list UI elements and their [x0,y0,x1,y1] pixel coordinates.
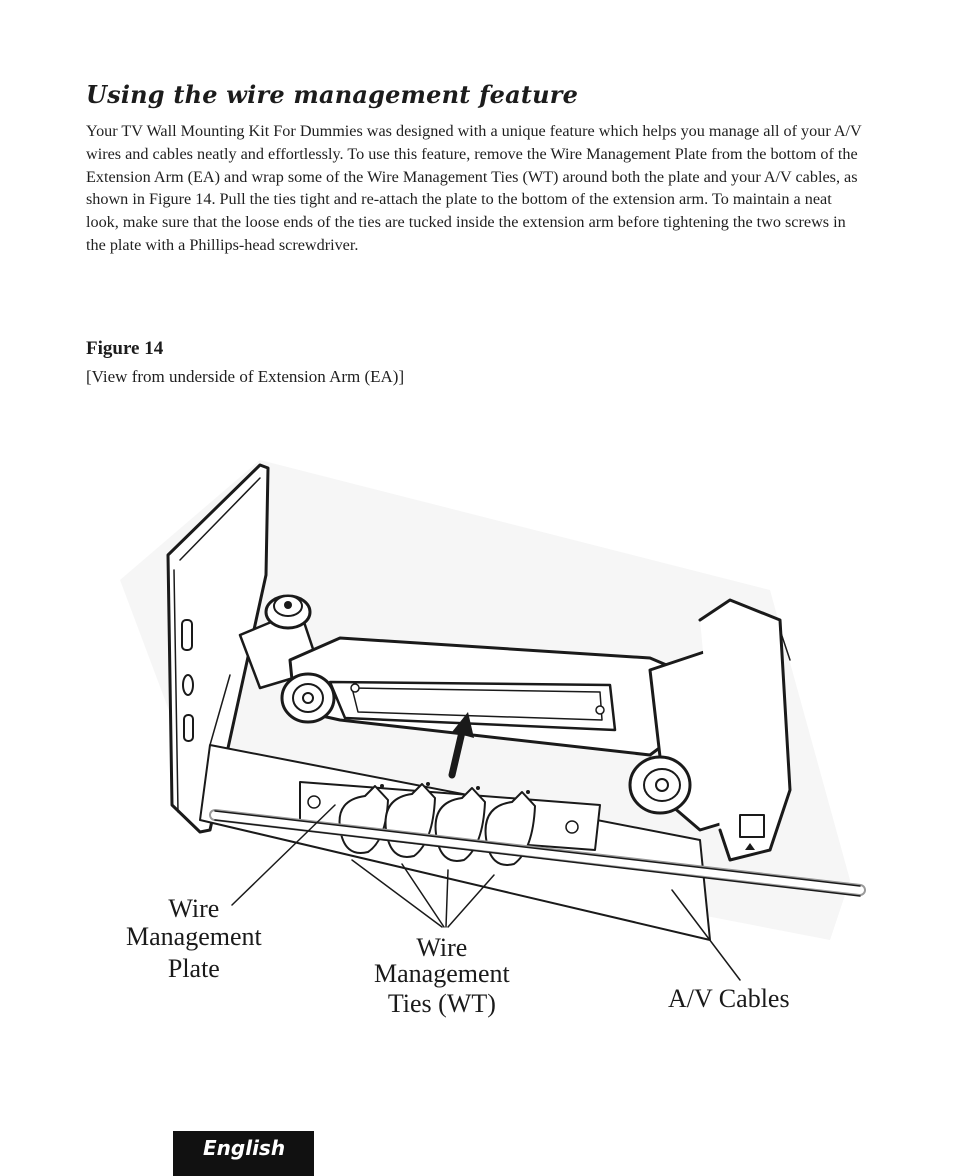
tv-bracket-pivot [628,598,792,862]
figure-caption: [View from underside of Extension Arm (E… [86,367,405,386]
language-tab: English [173,1131,314,1176]
wall-plate [166,463,270,834]
ties-label-line-2: Management [374,959,510,988]
plate-label-line-3: Plate [167,954,220,983]
plate-label-line-2: Management [126,922,262,951]
instruction-paragraph: Your TV Wall Mounting Kit For Dummies wa… [86,122,862,254]
wire-management-plate-label: Wire Management Plate [126,893,262,985]
ties-label-line-1: Wire [416,933,468,962]
ties-label-line-3: Ties (WT) [387,989,496,1018]
direction-arrow [448,712,474,779]
callout-leader-lines [231,804,741,981]
plate-label-line-1: Wire [168,894,220,923]
av-cables-label: A/V Cables [668,984,790,1013]
figure-label: Figure 14 [86,338,164,359]
wire-management-ties-label: Wire Management Ties (WT) [374,932,510,1020]
extension-arm-illustration [120,460,866,981]
av-cables [209,809,866,897]
section-title: Using the wire management feature [86,80,579,109]
